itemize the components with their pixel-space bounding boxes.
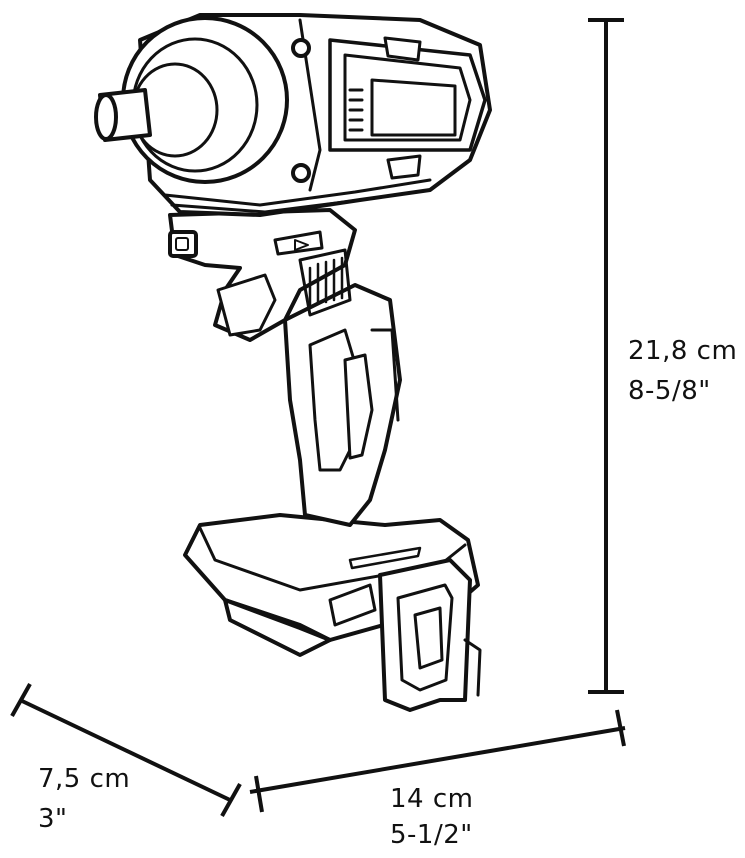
length-metric-label: 14 cm [390, 784, 474, 814]
width-dimension-line [10, 683, 242, 817]
screw-top [291, 38, 311, 58]
width-imperial-label: 3" [38, 804, 68, 834]
handle-grip [283, 283, 402, 527]
height-imperial-label: 8-5/8" [628, 376, 711, 406]
belt-clip [378, 558, 482, 712]
height-dimension-line [588, 18, 624, 694]
anvil-housing [94, 16, 289, 184]
width-metric-label: 7,5 cm [38, 764, 131, 794]
length-dimension-line [249, 709, 626, 813]
trigger-area [168, 208, 357, 342]
height-metric-label: 21,8 cm [628, 336, 738, 366]
length-imperial-label: 5-1/2" [390, 820, 473, 850]
screw-bottom [291, 163, 311, 183]
switch-knob [175, 237, 189, 251]
